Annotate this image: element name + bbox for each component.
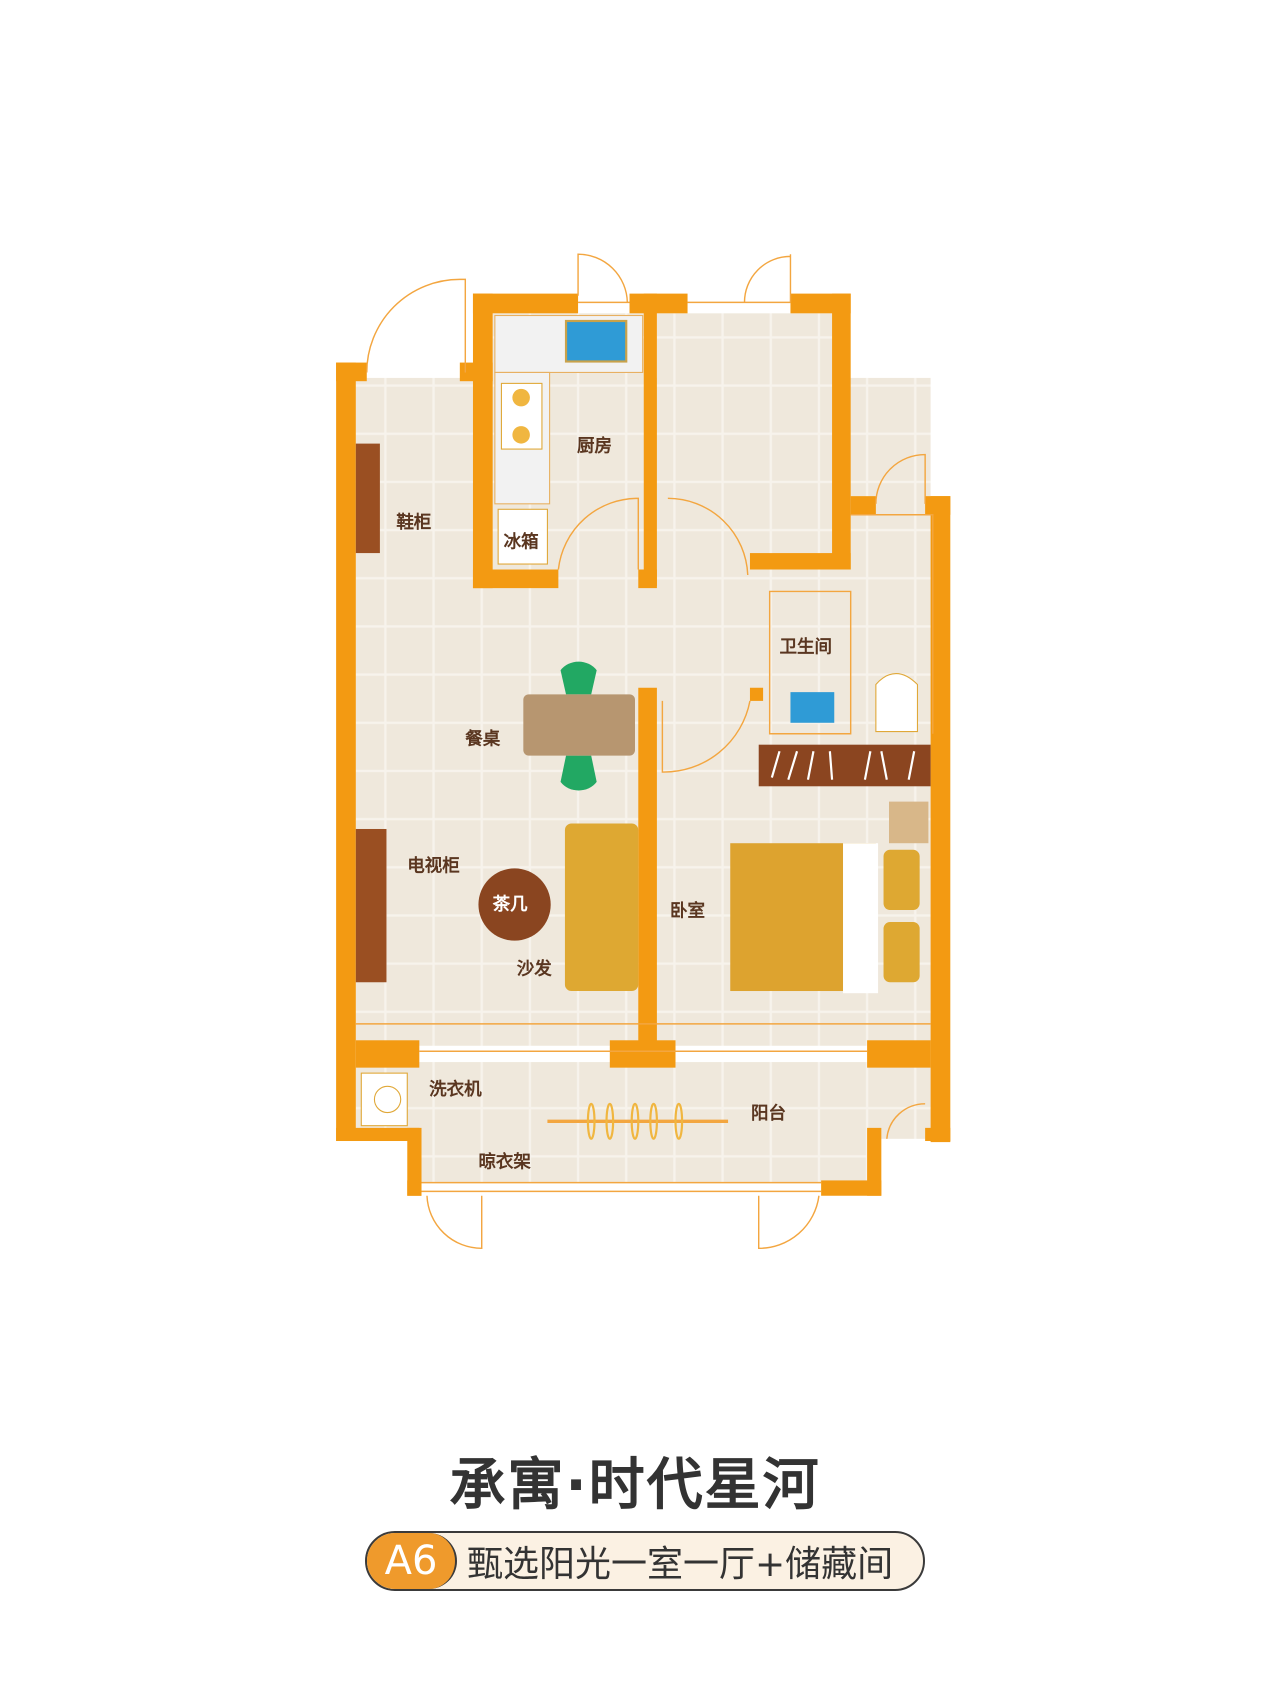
label-coffee-table: 茶几: [493, 894, 528, 915]
nightstand: [889, 801, 929, 844]
dining-table: [523, 694, 635, 756]
drying-rack: [586, 1102, 684, 1140]
kitchen: 厨房 冰箱: [494, 314, 644, 565]
toilet-icon: [875, 672, 919, 733]
label-fridge: 冰箱: [504, 532, 539, 553]
label-bedroom: 卧室: [670, 901, 705, 922]
wardrobe: [758, 744, 931, 787]
washing-machine: [360, 1072, 408, 1127]
tv-cabinet: [355, 828, 387, 983]
bedroom: 卧室: [670, 744, 931, 994]
label-sofa: 沙发: [517, 959, 552, 980]
coffee-table: [478, 868, 551, 941]
fridge-icon: [497, 508, 548, 565]
bathroom: 卫生间: [780, 637, 919, 733]
label-balcony: 阳台: [751, 1103, 786, 1124]
label-dining-table: 餐桌: [465, 729, 500, 750]
balcony: 洗衣机 阳台 晾衣架: [360, 1072, 786, 1172]
doors-windows: [355, 253, 934, 1250]
living-room: 鞋柜 餐桌 电视柜 茶几 沙发: [355, 443, 639, 992]
unit-badge: A6 甄选阳光一室一厅+储藏间: [365, 1531, 925, 1591]
sofa: [564, 823, 639, 992]
label-tv-cabinet: 电视柜: [407, 856, 460, 877]
basin-icon: [790, 692, 835, 723]
label-shoe-cabinet: 鞋柜: [396, 512, 431, 533]
label-bathroom: 卫生间: [780, 637, 833, 658]
unit-description: 甄选阳光一室一厅+储藏间: [467, 1544, 894, 1585]
chair-icon: [560, 661, 597, 695]
shoe-cabinet: [355, 443, 380, 554]
label-washing-machine: 洗衣机: [429, 1079, 482, 1100]
label-drying-rack: 晾衣架: [478, 1151, 531, 1172]
chair-icon: [560, 755, 597, 791]
unit-code: A6: [367, 1533, 457, 1589]
project-title: 承寓·时代星河: [449, 1453, 821, 1518]
sink-icon: [564, 319, 628, 363]
walls: [336, 293, 951, 1196]
label-kitchen: 厨房: [577, 435, 612, 456]
